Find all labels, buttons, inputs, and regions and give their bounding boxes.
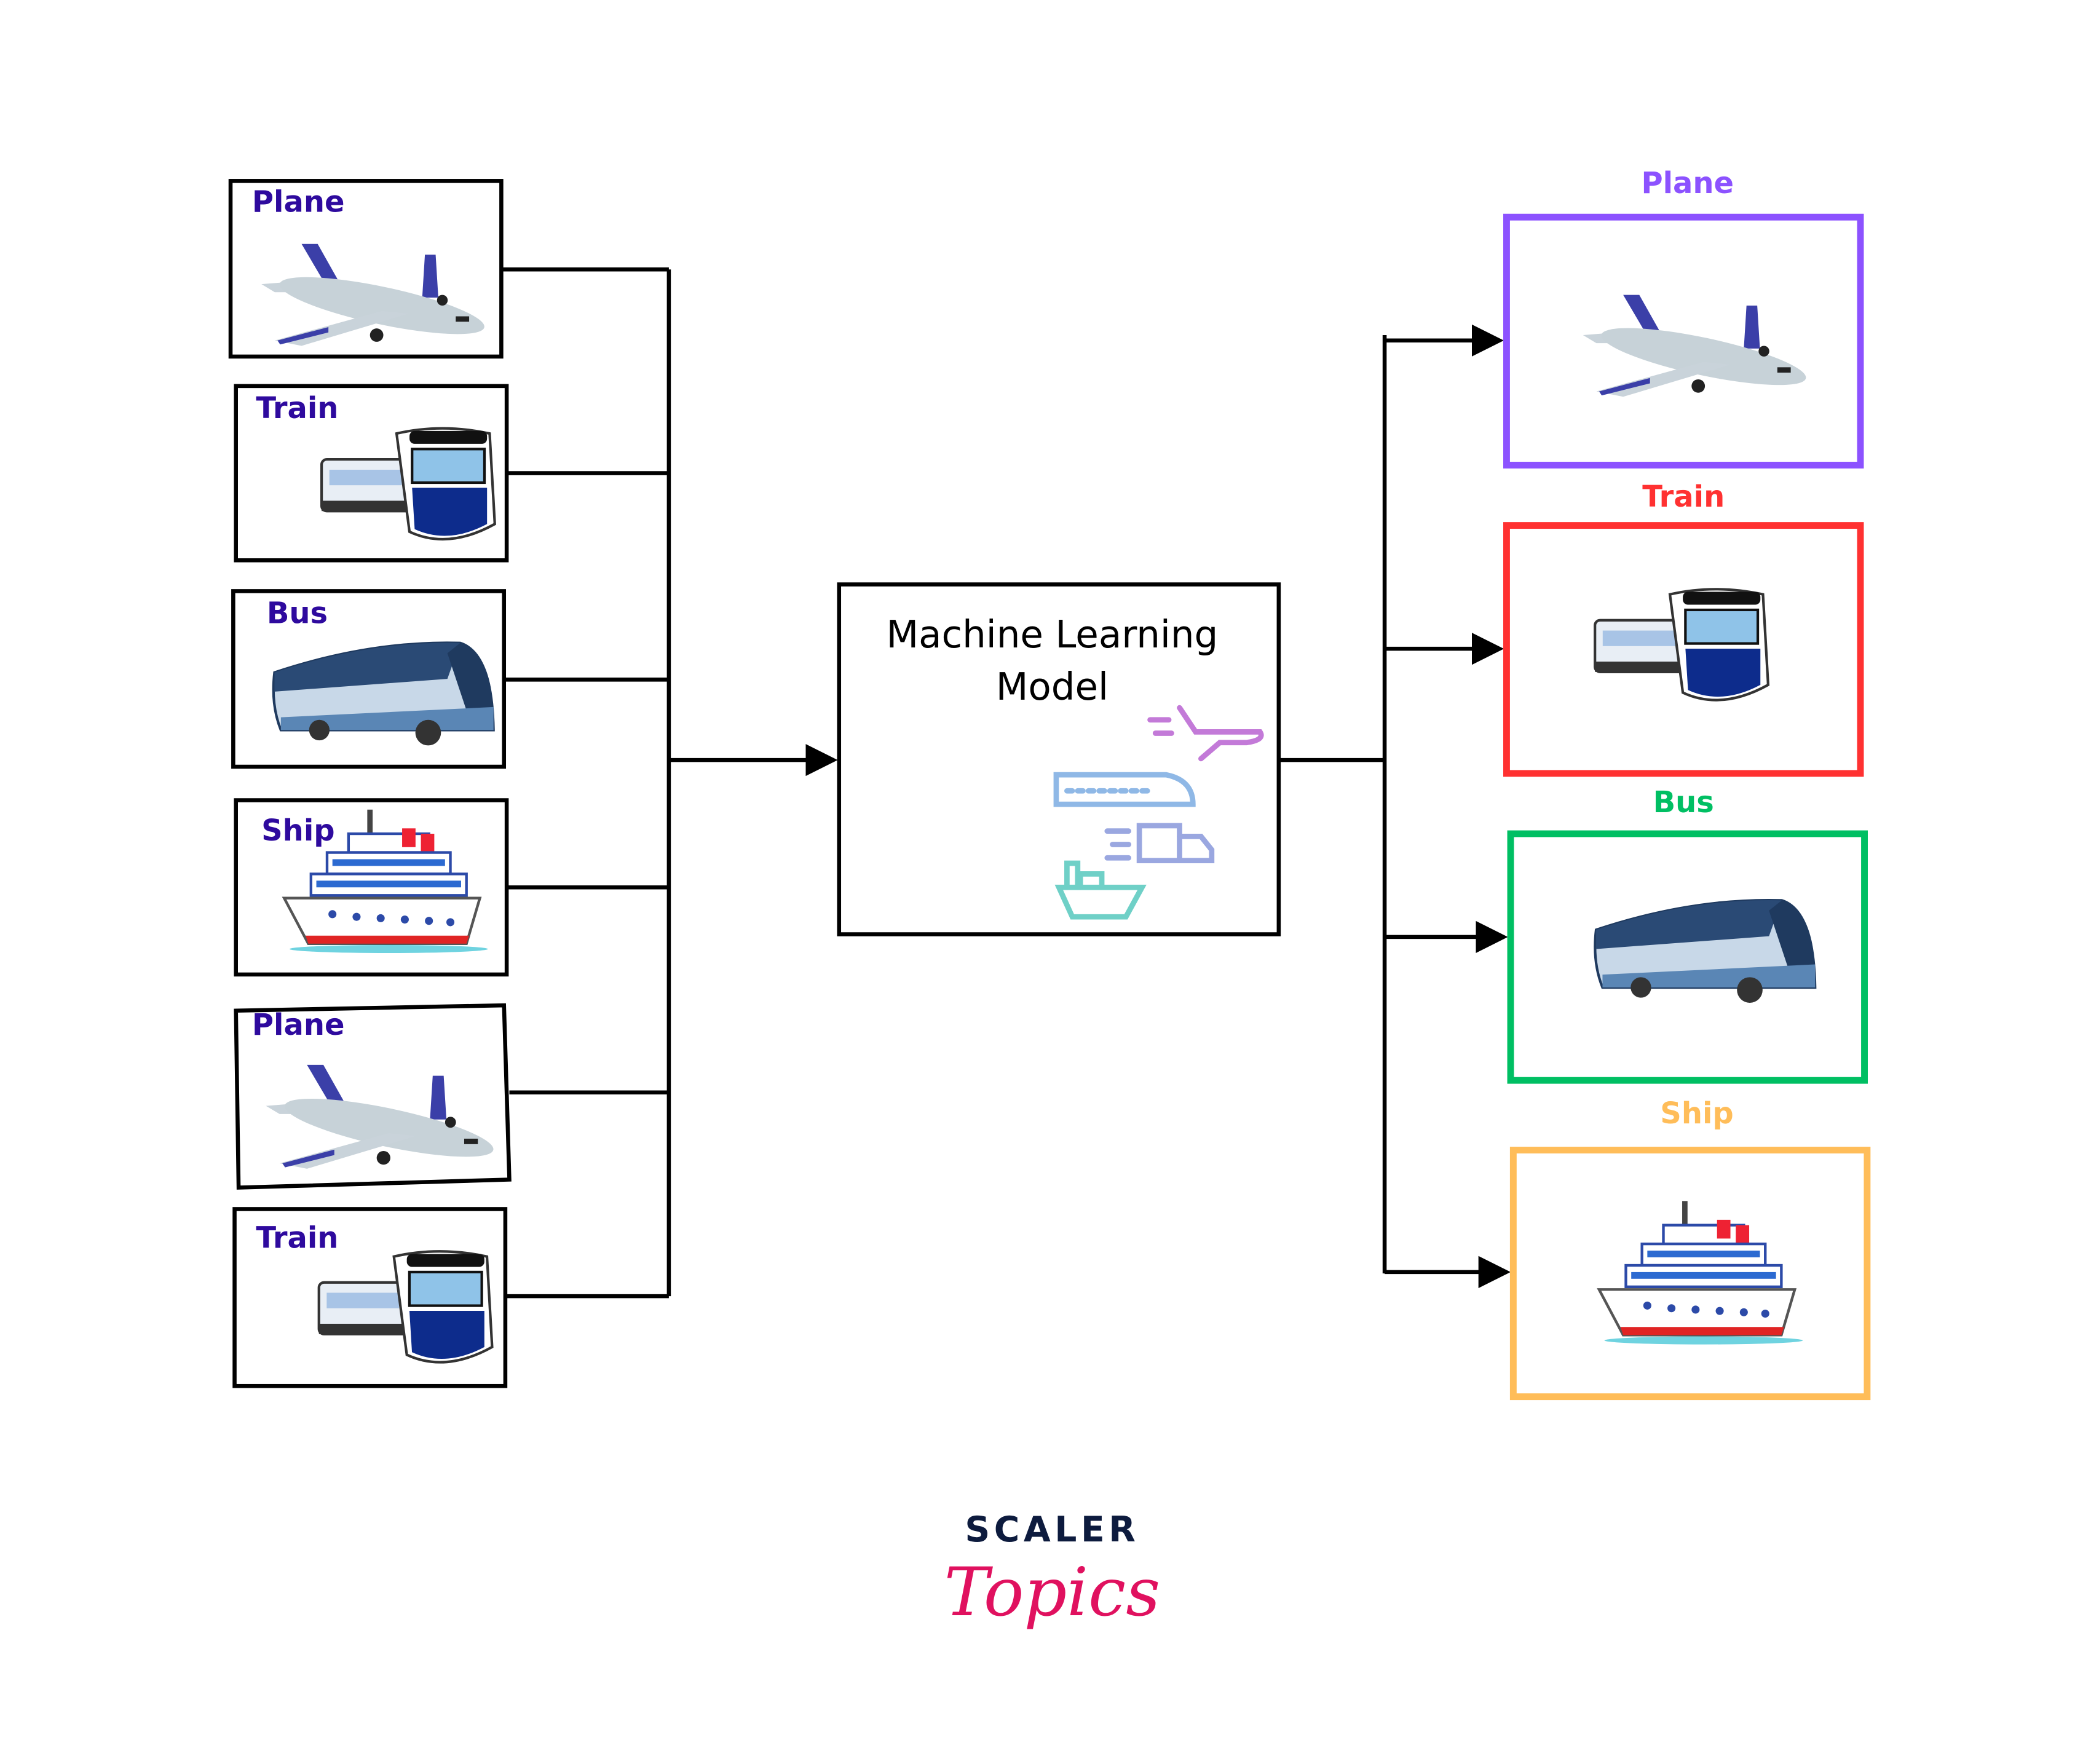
ship-outline-icon xyxy=(1054,860,1147,920)
output-label: Ship xyxy=(1660,1096,1733,1131)
input-item-plane-2: Plane xyxy=(234,1003,512,1190)
input-item-plane: Plane xyxy=(228,179,504,359)
train-outline-icon xyxy=(1053,772,1196,807)
output-label: Train xyxy=(1642,480,1725,514)
input-label: Train xyxy=(256,1221,338,1256)
scaler-topics-logo: SCALER Topics xyxy=(944,1509,1160,1631)
output-class-plane: Plane xyxy=(1503,166,1864,469)
input-item-train-2: Train xyxy=(232,1207,508,1388)
model-title-line1: Machine Learning xyxy=(886,613,1218,657)
input-label: Plane xyxy=(252,1008,345,1042)
truck-outline-icon xyxy=(1104,823,1215,863)
input-label: Plane xyxy=(252,184,345,219)
input-item-bus: Bus xyxy=(231,589,507,769)
output-class-bus: Bus xyxy=(1507,785,1868,1084)
output-label: Plane xyxy=(1641,166,1734,200)
input-label: Ship xyxy=(261,813,334,848)
logo-scaler: SCALER xyxy=(965,1509,1139,1550)
logo-topics: Topics xyxy=(944,1553,1160,1631)
ml-model-box: Machine Learning Model xyxy=(837,582,1281,936)
input-item-ship: Ship xyxy=(234,798,509,977)
input-label: Bus xyxy=(267,596,328,631)
input-connectors xyxy=(501,267,838,1299)
input-label: Train xyxy=(256,391,338,425)
output-class-train: Train xyxy=(1503,480,1864,777)
plane-outline-icon xyxy=(1147,705,1264,762)
output-class-ship: Ship xyxy=(1509,1096,1871,1401)
model-title-line2: Model xyxy=(996,665,1109,709)
transport-icons xyxy=(1053,705,1264,920)
output-connectors xyxy=(1278,324,1511,1289)
input-item-train: Train xyxy=(234,384,509,563)
output-label: Bus xyxy=(1653,785,1714,820)
